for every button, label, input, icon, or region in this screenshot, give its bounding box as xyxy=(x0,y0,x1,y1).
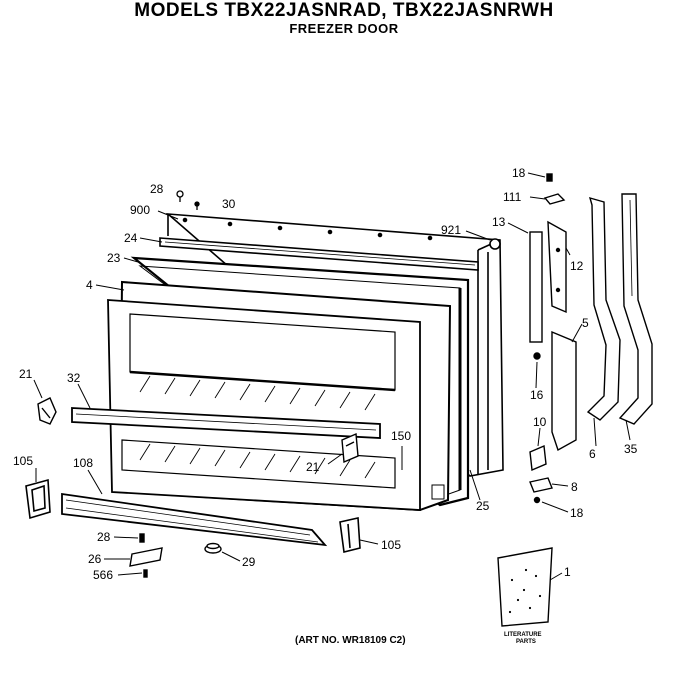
door-plug xyxy=(204,542,222,554)
callout-21-left: 21 xyxy=(19,367,33,381)
callout-4: 4 xyxy=(86,278,93,292)
inner-door-liner xyxy=(107,280,452,512)
callout-921: 921 xyxy=(441,223,461,237)
door-trim-strip xyxy=(159,237,479,271)
literature-booklet xyxy=(497,547,553,627)
freezer-door-subtitle: FREEZER DOOR xyxy=(289,21,399,36)
leader-lines xyxy=(33,172,631,581)
door-handle-long xyxy=(618,193,653,425)
art-number: (ART NO. WR18109 C2) xyxy=(295,635,406,646)
callout-28-top: 28 xyxy=(150,182,164,196)
callout-6: 6 xyxy=(589,447,596,461)
callout-21-mid: 21 xyxy=(306,460,320,474)
callout-32: 32 xyxy=(67,371,81,385)
top-screws xyxy=(176,190,200,210)
shelf-end-cap-left xyxy=(25,478,51,520)
callout-30: 30 xyxy=(222,197,236,211)
hinge-plate-bottom xyxy=(129,533,163,578)
callout-26: 26 xyxy=(88,552,102,566)
literature-label-line1: LITERATURE xyxy=(504,632,542,638)
callout-5: 5 xyxy=(582,316,589,330)
callout-10: 10 xyxy=(533,415,547,429)
shelf-bracket-left xyxy=(37,397,57,425)
callout-566: 566 xyxy=(93,568,113,582)
callout-28-bottom: 28 xyxy=(97,530,111,544)
callout-18-bottom: 18 xyxy=(570,506,584,520)
callout-105-left: 105 xyxy=(13,454,33,468)
callout-8: 8 xyxy=(571,480,578,494)
callout-24: 24 xyxy=(124,231,138,245)
callout-1: 1 xyxy=(564,565,571,579)
callout-150: 150 xyxy=(391,429,411,443)
callout-35: 35 xyxy=(624,442,638,456)
callout-900: 900 xyxy=(130,203,150,217)
callout-108: 108 xyxy=(73,456,93,470)
callout-23: 23 xyxy=(107,251,121,265)
door-hinge-upper xyxy=(529,173,567,360)
door-shelf-bar xyxy=(71,407,381,439)
callout-29: 29 xyxy=(242,555,256,569)
shelf-end-cap-right xyxy=(339,517,361,553)
door-handle-short xyxy=(586,196,621,421)
callout-16: 16 xyxy=(530,388,544,402)
callout-111: 111 xyxy=(503,190,522,204)
callout-12: 12 xyxy=(570,259,584,273)
callout-13: 13 xyxy=(492,215,506,229)
callout-labels: 18 28 30 111 900 921 13 24 23 12 4 5 21 … xyxy=(13,166,638,645)
callout-25: 25 xyxy=(476,499,490,513)
literature-label-line2: PARTS xyxy=(516,639,536,645)
models-title: MODELS TBX22JASNRAD, TBX22JASNRWH xyxy=(134,0,554,21)
door-shelf-bottom xyxy=(61,492,328,547)
shelf-bracket-mid xyxy=(341,432,359,464)
callout-105-right: 105 xyxy=(381,538,401,552)
callout-18-top: 18 xyxy=(512,166,526,180)
door-hinge-lower xyxy=(529,330,577,504)
